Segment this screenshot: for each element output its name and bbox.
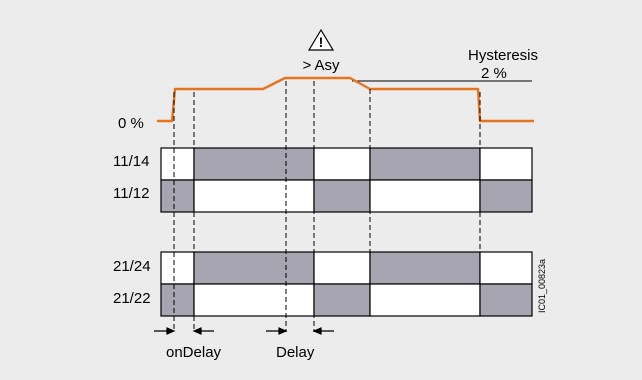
relay-row-21-24 bbox=[160, 251, 533, 285]
warning-symbol: ! bbox=[319, 34, 324, 50]
contact-state-cell-closed bbox=[193, 251, 315, 285]
contact-state-cell-open bbox=[313, 251, 371, 285]
contact-state-cell-open bbox=[193, 179, 315, 213]
contact-state-cell-open bbox=[160, 251, 195, 285]
hysteresis-value: 2 % bbox=[481, 65, 507, 82]
contact-state-cell-open bbox=[193, 283, 315, 317]
contact-label-11-14: 11/14 bbox=[113, 153, 149, 170]
contact-state-cell-closed bbox=[479, 179, 533, 213]
relay-row-21-22 bbox=[160, 283, 533, 317]
delay-arrows bbox=[266, 327, 334, 335]
figure-id: IC01_00823a bbox=[537, 259, 547, 313]
contact-state-cell-closed bbox=[193, 147, 315, 181]
contact-state-cell-open bbox=[479, 147, 533, 181]
contact-state-cell-open bbox=[369, 283, 481, 317]
on-delay-label: onDelay bbox=[166, 344, 222, 361]
contact-label-21-22: 21/22 bbox=[113, 290, 151, 307]
contact-state-cell-closed bbox=[369, 251, 481, 285]
signal-curve bbox=[157, 76, 534, 123]
contact-state-cell-open bbox=[160, 147, 195, 181]
on-delay-arrows bbox=[154, 327, 214, 335]
contact-state-cell-closed bbox=[313, 179, 371, 213]
relay-row-11-12 bbox=[160, 179, 533, 213]
warning-triangle-icon: ! bbox=[307, 28, 335, 51]
contact-state-cell-closed bbox=[160, 179, 195, 213]
contact-state-cell-closed bbox=[160, 283, 195, 317]
contact-state-cell-open bbox=[369, 179, 481, 213]
zero-level-label: 0 % bbox=[118, 115, 144, 132]
contact-state-cell-closed bbox=[369, 147, 481, 181]
timing-guide-lines bbox=[173, 81, 481, 332]
contact-label-21-24: 21/24 bbox=[113, 258, 151, 275]
contact-state-cell-open bbox=[479, 251, 533, 285]
contact-state-cell-closed bbox=[313, 283, 371, 317]
contact-label-11-12: 11/12 bbox=[113, 185, 149, 202]
threshold-label: > Asy bbox=[302, 57, 340, 74]
contact-state-cell-open bbox=[313, 147, 371, 181]
hysteresis-title: Hysteresis bbox=[468, 47, 538, 64]
contact-state-cell-closed bbox=[479, 283, 533, 317]
delay-label: Delay bbox=[276, 344, 315, 361]
relay-row-11-14 bbox=[160, 147, 533, 181]
